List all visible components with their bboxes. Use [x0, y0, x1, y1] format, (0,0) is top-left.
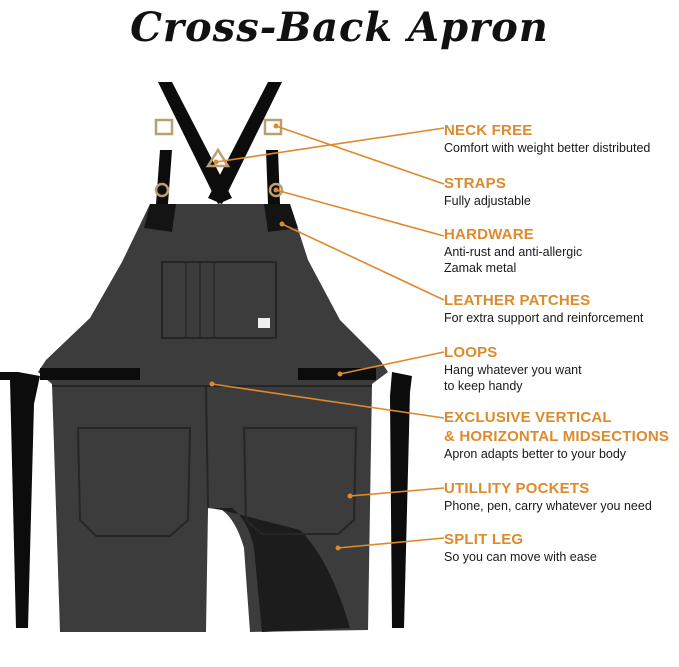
feature-heading: STRAPS [444, 175, 507, 192]
feature-heading: UTILLITY POCKETS [444, 480, 590, 497]
feature-heading: LEATHER PATCHES [444, 292, 591, 309]
feature-description: Hang whatever you want [444, 363, 582, 377]
feature-heading-line-2: & HORIZONTAL MIDSECTIONS [444, 428, 670, 445]
left-leather-patch [144, 204, 176, 232]
left-utility-pocket [76, 427, 192, 537]
feature-description: Anti-rust and anti-allergic [444, 245, 583, 259]
feature-leather-patches: LEATHER PATCHES For extra support and re… [444, 291, 676, 326]
chest-pocket [161, 261, 277, 339]
right-leather-patch [264, 204, 298, 232]
feature-description: Zamak metal [444, 261, 517, 275]
feature-description: For extra support and reinforcement [444, 311, 644, 325]
feature-heading: HARDWARE [444, 226, 534, 243]
feature-description: Fully adjustable [444, 194, 531, 208]
right-tie [390, 372, 412, 628]
left-buckle [154, 118, 174, 136]
right-strap [208, 82, 282, 204]
label-tag [258, 318, 270, 328]
page-title: Cross-Back Apron [130, 4, 549, 51]
split-leg-inner [214, 508, 350, 632]
triangle-ring [205, 147, 231, 168]
feature-description: Comfort with weight better distributed [444, 141, 651, 155]
feature-straps: STRAPS Fully adjustable [444, 174, 676, 209]
feature-heading: SPLIT LEG [444, 531, 524, 548]
left-tie [0, 372, 40, 628]
right-utility-pocket [242, 427, 358, 535]
left-strap [158, 82, 232, 204]
feature-heading: EXCLUSIVE VERTICAL [444, 409, 612, 426]
feature-neck-free: NECK FREE Comfort with weight better dis… [444, 121, 676, 156]
left-clip [154, 182, 170, 198]
feature-midsections: EXCLUSIVE VERTICAL & HORIZONTAL MIDSECTI… [444, 408, 676, 462]
feature-utility-pockets: UTILLITY POCKETS Phone, pen, carry whate… [444, 479, 676, 514]
feature-description: Phone, pen, carry whatever you need [444, 499, 652, 513]
right-clip [268, 182, 284, 198]
feature-description: to keep handy [444, 379, 523, 393]
feature-hardware: HARDWARE Anti-rust and anti-allergic Zam… [444, 225, 676, 276]
apron-body [38, 204, 388, 632]
feature-loops: LOOPS Hang whatever you want to keep han… [444, 343, 676, 394]
left-loop [40, 368, 140, 380]
feature-split-leg: SPLIT LEG So you can move with ease [444, 530, 676, 565]
right-loop [298, 368, 376, 380]
feature-heading: LOOPS [444, 344, 498, 361]
feature-description: Apron adapts better to your body [444, 447, 627, 461]
feature-heading: NECK FREE [444, 122, 533, 139]
vertical-midsection [205, 385, 209, 509]
feature-description: So you can move with ease [444, 550, 597, 564]
